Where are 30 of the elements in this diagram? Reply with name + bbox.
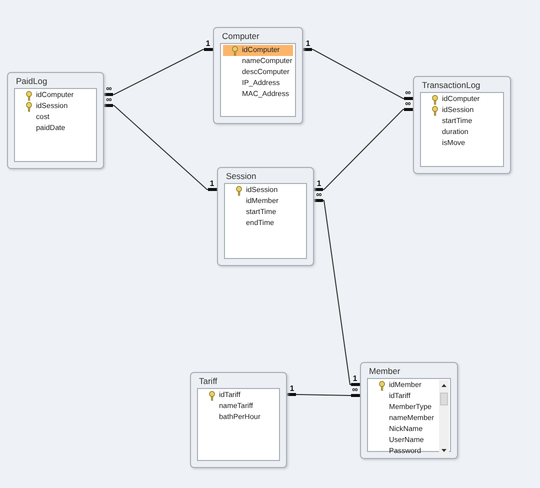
table-box bbox=[413, 76, 511, 174]
cardinality-label: ∞ bbox=[405, 88, 411, 96]
table-name: PaidLog bbox=[16, 76, 48, 86]
cardinality-label: ∞ bbox=[106, 96, 112, 104]
relationship-line bbox=[286, 393, 362, 397]
cardinality-label: 1 bbox=[306, 40, 310, 48]
cardinality-label: ∞ bbox=[106, 84, 112, 92]
cardinality-label: ∞ bbox=[352, 386, 358, 394]
relationship-line bbox=[102, 48, 214, 96]
cardinality-label: ∞ bbox=[316, 190, 322, 198]
cardinality-label: ∞ bbox=[405, 100, 411, 108]
cardinality-label: 1 bbox=[210, 180, 214, 188]
table-box bbox=[360, 362, 458, 459]
table-name: Computer bbox=[222, 31, 260, 41]
relationship-line bbox=[102, 104, 218, 191]
table-box bbox=[213, 27, 303, 124]
table-name: Tariff bbox=[199, 376, 218, 386]
cardinality-label: 1 bbox=[352, 374, 358, 382]
table-box bbox=[190, 372, 287, 468]
table-name: TransactionLog bbox=[422, 80, 480, 90]
table-name: Session bbox=[226, 171, 256, 181]
cardinality-label: 1 bbox=[206, 40, 210, 48]
cardinality-label: 1 bbox=[316, 180, 322, 188]
table-box bbox=[217, 167, 314, 266]
relationship-line bbox=[312, 108, 414, 191]
table-name: Member bbox=[369, 366, 400, 376]
relationship-line bbox=[312, 199, 362, 386]
table-box bbox=[7, 72, 104, 169]
cardinality-label: 1 bbox=[290, 384, 294, 392]
relationship-line bbox=[302, 48, 414, 100]
